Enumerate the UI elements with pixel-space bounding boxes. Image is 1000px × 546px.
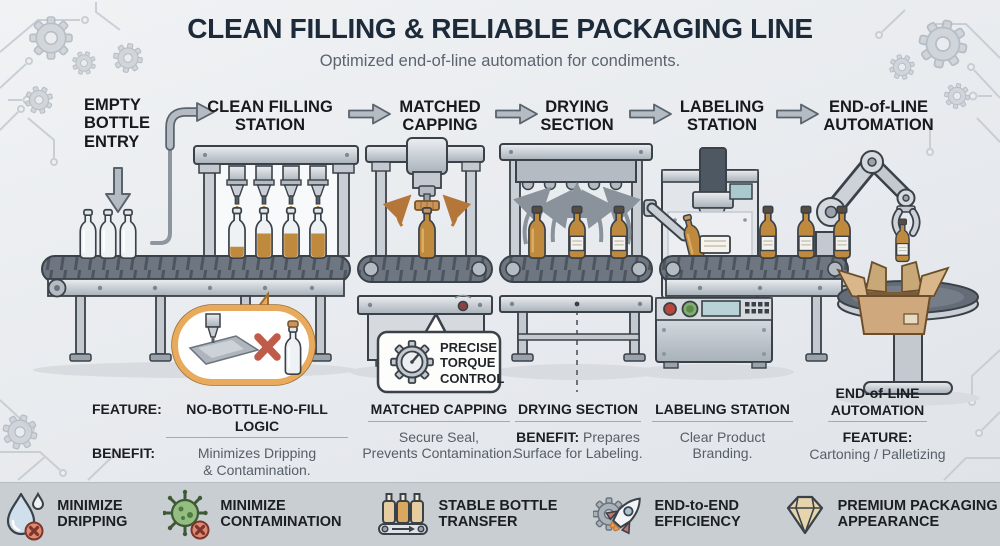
feature-block-labeling-station: LABELING STATION Clear Product Branding. — [645, 401, 800, 462]
entry-down-arrow — [105, 167, 131, 213]
entry-guide-pipe — [150, 148, 172, 245]
feature-heading: MATCHED CAPPING — [367, 401, 511, 422]
virus-x-icon — [163, 489, 210, 539]
drying-section-machine — [499, 143, 653, 362]
filling-nozzles — [226, 165, 329, 226]
benefit-label: BENEFIT: — [92, 445, 155, 462]
stage-empty-bottle-entry: EMPTY BOTTLE ENTRY — [84, 96, 150, 151]
bottle-transfer-icon — [378, 492, 429, 535]
benefit-label: BENEFIT: — [516, 428, 580, 445]
air-dryer-unit — [515, 159, 637, 183]
packaging-box — [836, 218, 950, 335]
feature-heading: DRYING SECTION — [514, 401, 642, 422]
no-fill-callout — [171, 291, 316, 386]
torque-badge-label: PRECISE TORQUE CONTROL — [440, 340, 505, 386]
benefit-label: MINIMIZE DRIPPING — [57, 497, 128, 530]
feature-block-end-of-line: END-of-LINE AUTOMATION FEATURE: Cartonin… — [800, 385, 955, 462]
control-panel — [655, 297, 773, 369]
torque-control-badge — [376, 312, 502, 394]
indicator-light — [457, 300, 469, 312]
benefits-strip: MINIMIZE DRIPPING MINIMIZE CONTAMINAT — [0, 482, 1000, 546]
benefit-text: Prepares Surface for Labeling. — [513, 428, 643, 462]
machine-display — [729, 183, 753, 200]
feature-block-drying-section: DRYING SECTION BENEFIT: Prepares Surface… — [500, 401, 656, 462]
conveyor-drying — [499, 255, 653, 283]
benefit-label: STABLE BOTTLE TRANSFER — [438, 497, 558, 530]
benefit-text: Minimizes Dripping & Contamination. — [197, 445, 317, 478]
background-decorations — [0, 2, 1000, 481]
rotation-arrow-right — [442, 194, 472, 227]
feature-heading: LABELING STATION — [652, 401, 793, 422]
benefit-end-to-end-efficiency: END-to-END EFFICIENCY — [593, 489, 741, 541]
conveyor-entry — [41, 255, 351, 362]
label-applicator-pad — [699, 235, 731, 254]
benefit-label: PREMIUM PACKAGING APPEARANCE — [837, 497, 998, 530]
stage-end-of-line-automation: END-of-LINE AUTOMATION — [823, 98, 934, 135]
stage-labeling-station: LABELING STATION — [679, 98, 765, 135]
benefit-minimize-contamination: MINIMIZE CONTAMINATION — [163, 489, 341, 541]
page-subtitle: Optimized end-of-line automation for con… — [319, 52, 681, 70]
flow-arrows — [105, 102, 819, 245]
feature-heading: NO-BOTTLE-NO-FILL LOGIC — [166, 401, 348, 439]
diamond-icon — [786, 495, 823, 534]
stop-button — [663, 302, 677, 316]
stage-clean-filling-station: CLEAN FILLING STATION — [207, 98, 333, 135]
lcd-display — [701, 300, 741, 317]
stage-matched-capping: MATCHED CAPPING — [399, 98, 481, 135]
feature-label: FEATURE: — [842, 429, 913, 446]
benefit-text: Cartoning / Palletizing — [809, 445, 946, 462]
conveyor-belts — [41, 255, 849, 362]
rotation-arrow-left — [382, 194, 412, 227]
conveyor-labeling — [659, 255, 849, 297]
conveyor-capping — [357, 255, 493, 283]
keypad — [745, 302, 769, 314]
benefit-label: END-to-END EFFICIENCY — [654, 497, 741, 530]
benefit-label: MINIMIZE CONTAMINATION — [220, 497, 342, 530]
droplet-x-icon — [7, 491, 45, 540]
benefit-premium-packaging: PREMIUM PACKAGING APPEARANCE — [777, 492, 998, 538]
rocket-gear-icon — [593, 496, 642, 534]
benefit-stable-bottle-transfer: STABLE BOTTLE TRANSFER — [377, 490, 557, 540]
red-x-icon — [254, 333, 281, 361]
bent-arrow — [196, 102, 215, 122]
torque-gear-icon — [390, 340, 434, 384]
feature-block-matched-capping: MATCHED CAPPING Secure Seal, Prevents Co… — [360, 401, 518, 462]
page-title: CLEAN FILLING & RELIABLE PACKAGING LINE — [187, 13, 813, 44]
feature-label: FEATURE: — [92, 401, 162, 417]
feature-block-no-fill: FEATURE: NO-BOTTLE-NO-FILL LOGIC BENEFIT… — [92, 401, 348, 478]
benefit-minimize-dripping: MINIMIZE DRIPPING — [2, 489, 127, 541]
benefit-text: Secure Seal, Prevents Contamination. — [362, 428, 516, 462]
feature-heading: END-of-LINE AUTOMATION — [827, 385, 928, 423]
benefit-text: Clear Product Branding. — [679, 428, 766, 462]
stage-drying-section: DRYING SECTION — [540, 98, 614, 135]
filling-station-machine — [193, 145, 359, 257]
